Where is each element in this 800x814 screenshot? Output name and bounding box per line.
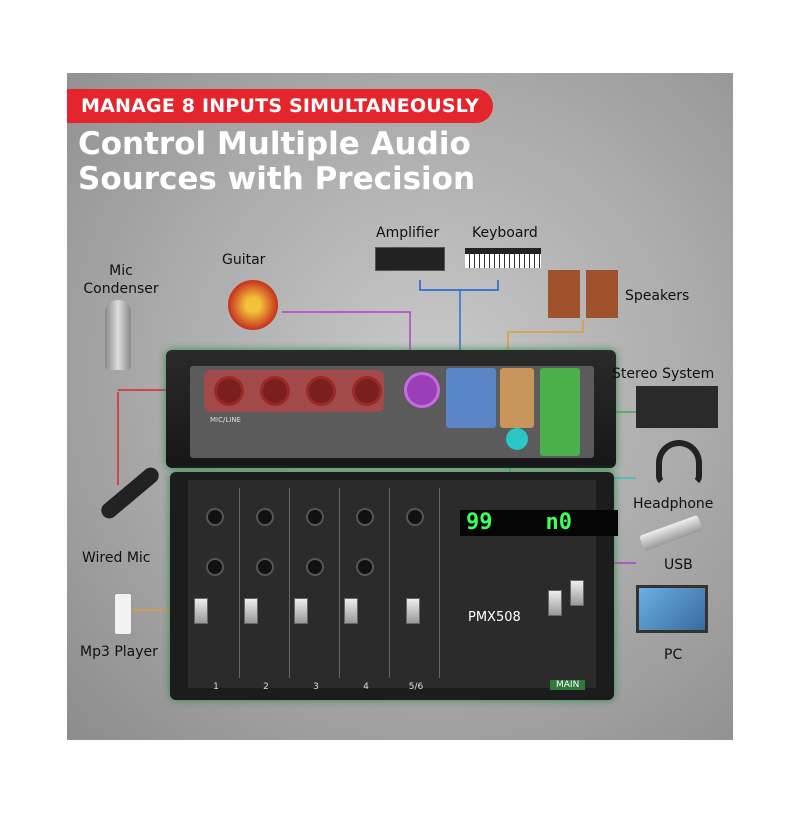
main-fader-left[interactable] xyxy=(548,590,562,616)
phones-jack[interactable] xyxy=(506,428,528,450)
headline-line-2: Sources with Precision xyxy=(78,161,476,197)
xlr-input-1[interactable] xyxy=(214,376,244,406)
mixer-control-surface: 1 2 3 4 5/6 99 n0 PMX508 MAIN xyxy=(170,472,618,700)
main-label: MAIN xyxy=(550,680,586,690)
control-room-jacks[interactable] xyxy=(500,368,534,428)
label-usb: USB xyxy=(664,557,693,573)
label-amplifier: Amplifier xyxy=(376,225,440,241)
headline: Control Multiple Audio Sources with Prec… xyxy=(78,127,475,197)
mic-condenser-image xyxy=(105,300,131,370)
label-keyboard: Keyboard xyxy=(472,225,538,241)
keyboard-image xyxy=(465,248,541,268)
headline-badge: MANAGE 8 INPUTS SIMULTANEOUSLY xyxy=(67,89,494,123)
laptop-image xyxy=(636,585,708,633)
channel-strip-3: 3 xyxy=(292,488,340,692)
label-stereo-system: Stereo System xyxy=(612,366,715,382)
mp3-player-image xyxy=(114,593,132,635)
xlr-input-2[interactable] xyxy=(260,376,290,406)
label-mp3-player: Mp3 Player xyxy=(80,644,158,660)
amplifier-image xyxy=(375,247,445,271)
fader-3[interactable] xyxy=(294,598,308,624)
two-track-line xyxy=(419,280,499,291)
label-mic-condenser: Mic Condenser xyxy=(83,263,159,297)
fader-1[interactable] xyxy=(194,598,208,624)
label-speakers: Speakers xyxy=(625,288,690,304)
channel-strip-5-6: 5/6 xyxy=(392,488,440,692)
speakers-line xyxy=(507,320,584,362)
main-fader-right[interactable] xyxy=(570,580,584,606)
fader-2[interactable] xyxy=(244,598,258,624)
mic-line-label: MIC/LINE xyxy=(210,416,241,424)
channel-strip-4: 4 xyxy=(342,488,390,692)
label-pc: PC xyxy=(664,647,683,663)
channel-strip-1: 1 xyxy=(192,488,240,692)
label-guitar: Guitar xyxy=(222,252,266,268)
channel-strip-2: 2 xyxy=(242,488,290,692)
label-wired-mic: Wired Mic xyxy=(82,550,151,566)
led-display: 99 n0 xyxy=(460,510,618,536)
headline-line-1: Control Multiple Audio xyxy=(78,126,471,162)
fader-4[interactable] xyxy=(344,598,358,624)
label-headphone: Headphone xyxy=(633,496,714,512)
brand-model: PMX508 xyxy=(468,610,521,625)
xlr-input-3[interactable] xyxy=(306,376,336,406)
speakers-image xyxy=(548,270,618,318)
xlr-input-4[interactable] xyxy=(352,376,382,406)
main-out-jacks[interactable] xyxy=(540,368,580,456)
guitar-image xyxy=(228,280,278,330)
guitar-line xyxy=(282,311,411,362)
mixer-rear-panel: MIC/LINE xyxy=(166,350,616,468)
headphone-image xyxy=(656,440,702,486)
fader-5-6[interactable] xyxy=(406,598,420,624)
mic-xlr-input[interactable] xyxy=(404,372,440,408)
two-track-jacks[interactable] xyxy=(446,368,496,428)
stereo-system-image xyxy=(636,386,718,428)
